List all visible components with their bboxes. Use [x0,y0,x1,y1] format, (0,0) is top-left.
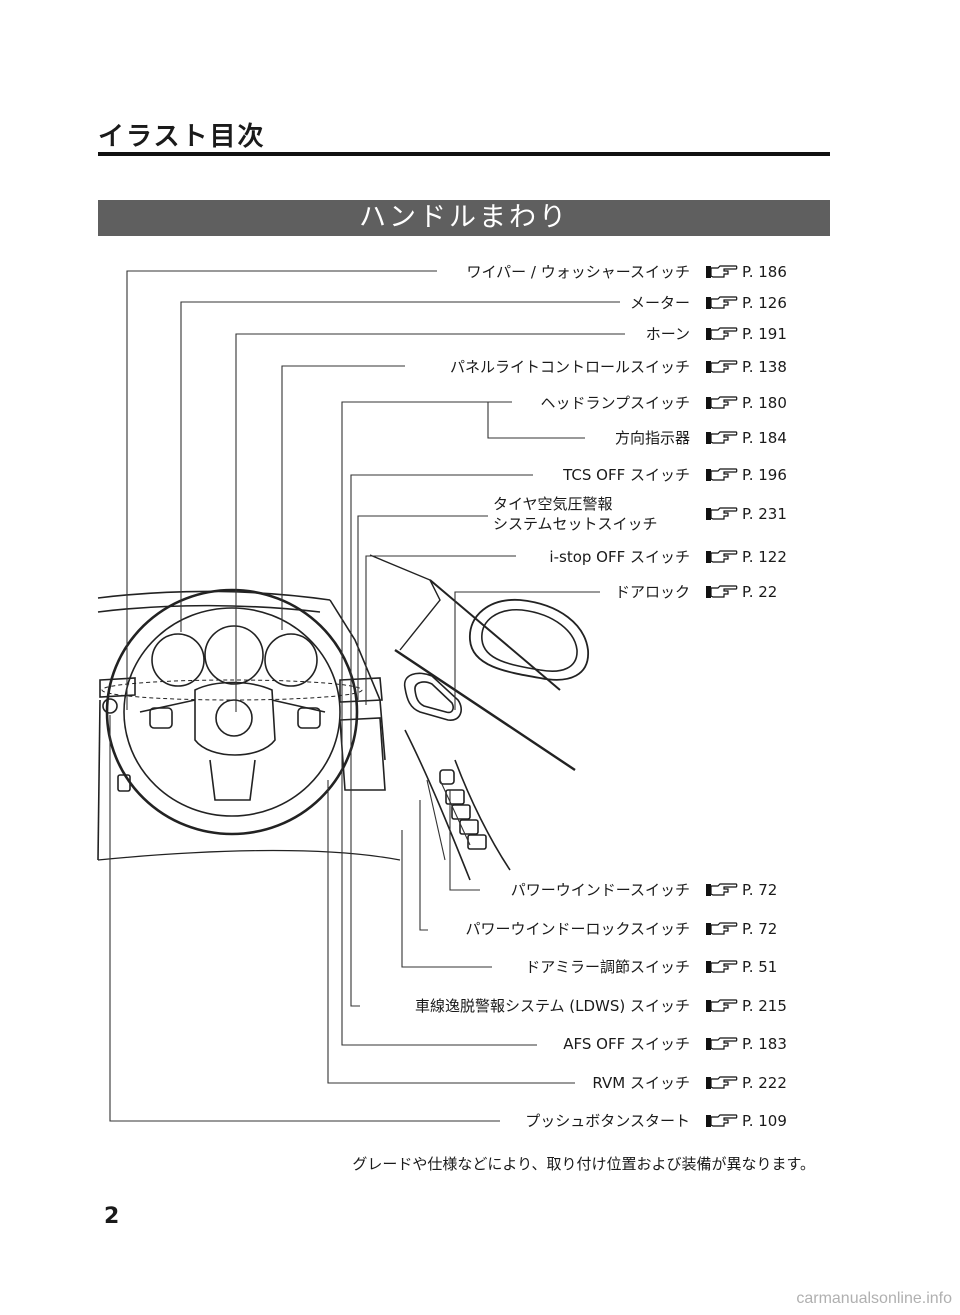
ref-page: P. 22 [742,583,778,601]
ref-wiper-washer-switch[interactable]: P. 186 [706,263,787,284]
ref-page: P. 180 [742,394,787,412]
label-wiper-washer-switch: ワイパー / ウォッシャースイッチ [466,263,690,281]
pointing-hand-icon [706,359,738,379]
label-door-lock: ドアロック [614,583,690,601]
ref-power-window-lock-switch[interactable]: P. 72 [706,920,777,941]
label-door-mirror-switch: ドアミラー調節スイッチ [525,958,690,976]
title-rule [98,152,830,156]
ref-page: P. 109 [742,1112,787,1130]
label-horn: ホーン [645,325,690,343]
ref-page: P. 138 [742,358,787,376]
ref-rvm-switch[interactable]: P. 222 [706,1074,787,1095]
ref-page: P. 72 [742,920,778,938]
ref-door-lock[interactable]: P. 22 [706,583,777,604]
ref-page: P. 183 [742,1035,787,1053]
ref-page: P. 196 [742,466,787,484]
ref-page: P. 122 [742,548,787,566]
ref-page: P. 184 [742,429,787,447]
pointing-hand-icon [706,1075,738,1095]
equipment-note: グレードや仕様などにより、取り付け位置および装備が異なります。 [352,1155,815,1173]
ref-istop-off-switch[interactable]: P. 122 [706,548,787,569]
ref-tpms-set-switch[interactable]: P. 231 [706,505,787,526]
page-number: 2 [104,1204,120,1229]
ref-page: P. 222 [742,1074,787,1092]
ref-page: P. 51 [742,958,778,976]
label-afs-off-switch: AFS OFF スイッチ [563,1035,690,1053]
label-turn-signal: 方向指示器 [614,429,690,447]
label-tcs-off-switch: TCS OFF スイッチ [563,466,690,484]
label-rvm-switch: RVM スイッチ [592,1074,690,1092]
label-panel-light-switch: パネルライトコントロールスイッチ [449,358,690,376]
label-ldws-switch: 車線逸脱警報システム (LDWS) スイッチ [414,997,690,1015]
pointing-hand-icon [706,506,738,526]
page-title: イラスト目次 [98,122,266,152]
pointing-hand-icon [706,549,738,569]
pointing-hand-icon [706,1036,738,1056]
pointing-hand-icon [706,467,738,487]
ref-page: P. 72 [742,881,778,899]
pointing-hand-icon [706,430,738,450]
label-istop-off-switch: i-stop OFF スイッチ [549,548,690,566]
pointing-hand-icon [706,326,738,346]
pointing-hand-icon [706,295,738,315]
ref-tcs-off-switch[interactable]: P. 196 [706,466,787,487]
label-headlamp-switch: ヘッドランプスイッチ [540,394,690,412]
label-tpms-line1: タイヤ空気圧警報 [493,495,613,513]
ref-page: P. 126 [742,294,787,312]
label-tpms-line2: システムセットスイッチ [493,515,658,533]
ref-headlamp-switch[interactable]: P. 180 [706,394,787,415]
label-power-window-lock-switch: パワーウインドーロックスイッチ [465,920,690,938]
label-power-window-switch: パワーウインドースイッチ [510,881,690,899]
ref-ldws-switch[interactable]: P. 215 [706,997,787,1018]
ref-turn-signal[interactable]: P. 184 [706,429,787,450]
label-tpms-set-switch: タイヤ空気圧警報 システムセットスイッチ [493,494,658,534]
pointing-hand-icon [706,921,738,941]
pointing-hand-icon [706,264,738,284]
ref-power-window-switch[interactable]: P. 72 [706,881,777,902]
pointing-hand-icon [706,882,738,902]
ref-page: P. 231 [742,505,787,523]
ref-meter[interactable]: P. 126 [706,294,787,315]
label-meter: メーター [629,294,690,312]
pointing-hand-icon [706,584,738,604]
ref-page: P. 191 [742,325,787,343]
ref-push-button-start[interactable]: P. 109 [706,1112,787,1133]
ref-horn[interactable]: P. 191 [706,325,787,346]
ref-panel-light-switch[interactable]: P. 138 [706,358,787,379]
watermark: carmanualsonline.info [796,1290,952,1307]
ref-door-mirror-switch[interactable]: P. 51 [706,958,777,979]
ref-page: P. 186 [742,263,787,281]
ref-afs-off-switch[interactable]: P. 183 [706,1035,787,1056]
section-title: ハンドルまわり [98,200,830,236]
pointing-hand-icon [706,395,738,415]
label-push-button-start: プッシュボタンスタート [525,1112,690,1130]
pointing-hand-icon [706,1113,738,1133]
pointing-hand-icon [706,959,738,979]
pointing-hand-icon [706,998,738,1018]
ref-page: P. 215 [742,997,787,1015]
